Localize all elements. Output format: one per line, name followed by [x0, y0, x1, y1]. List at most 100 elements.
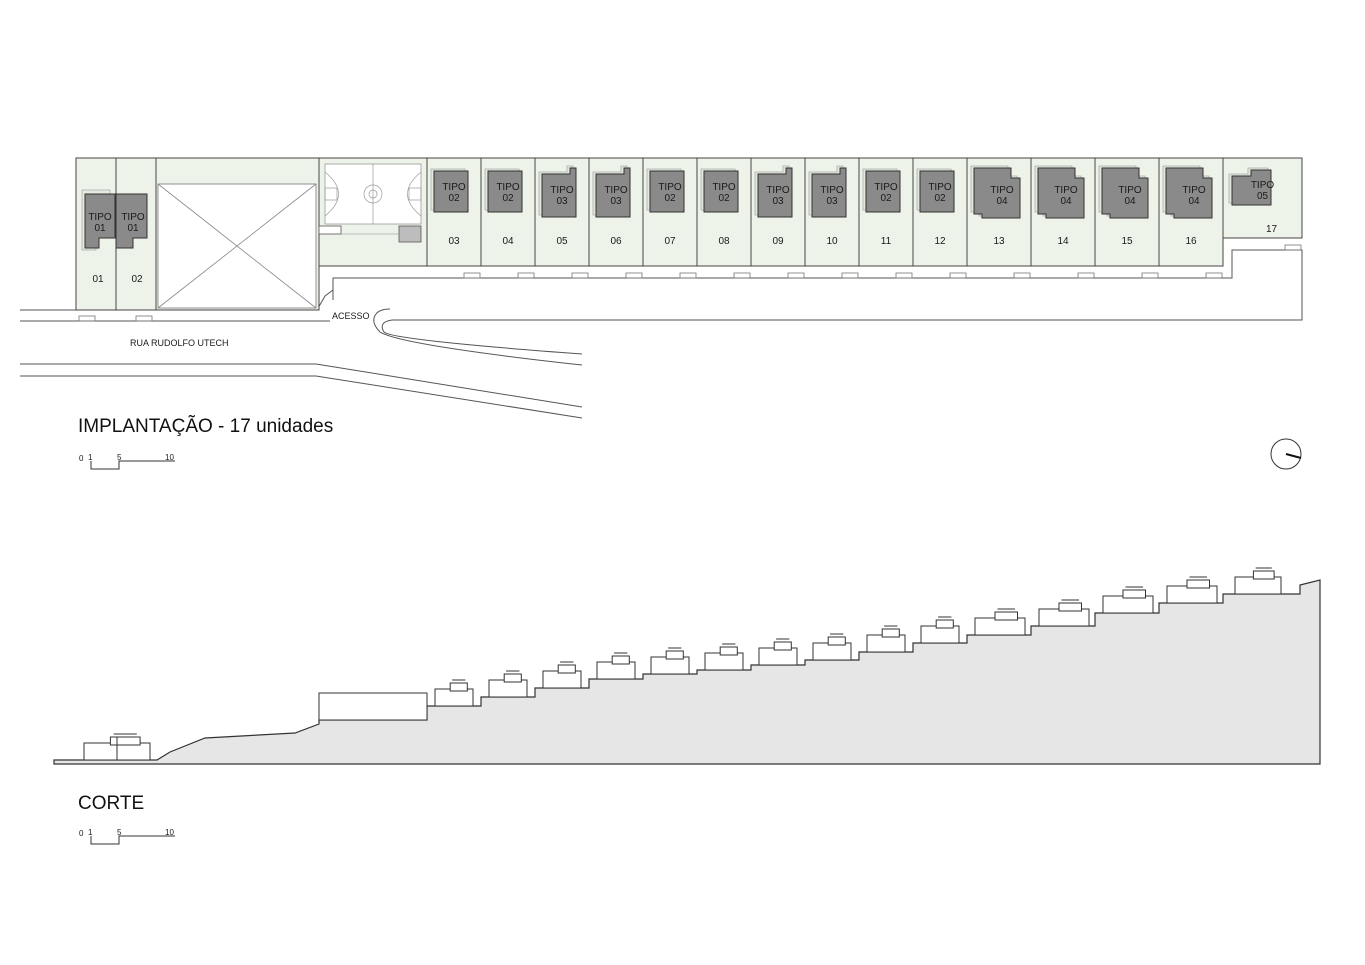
section-house-body	[1166, 585, 1218, 604]
section-house-body	[920, 625, 960, 644]
lot-type-line2: 05	[1257, 191, 1269, 202]
section-house	[1234, 567, 1282, 595]
lot-type-line1: TIPO	[442, 182, 466, 193]
section-house	[1166, 576, 1218, 604]
plan-scale-bar: 0 1 5 10	[79, 453, 175, 470]
lot-type-line2: 03	[772, 196, 784, 207]
lot-type-line1: TIPO	[874, 182, 898, 193]
section-house-upper	[611, 655, 630, 665]
section-house-upper	[773, 641, 792, 651]
section-house-upper	[1252, 570, 1275, 580]
section-house-body	[542, 670, 582, 689]
lot-02	[115, 157, 157, 311]
house-footprint	[865, 170, 901, 213]
house-footprint	[973, 167, 1021, 219]
section-house	[650, 647, 690, 675]
lot-number: 03	[448, 236, 460, 247]
section-common-building	[318, 692, 428, 721]
section-house-body	[488, 679, 528, 698]
lot-type-line1: TIPO	[658, 182, 682, 193]
lot-01	[75, 157, 117, 311]
section-title: CORTE	[78, 793, 144, 814]
section-house-body	[596, 661, 636, 680]
section-house	[434, 679, 474, 707]
section-scale-1: 1	[88, 828, 93, 837]
plan-scale-10: 10	[165, 453, 174, 462]
lot-type-line1: TIPO	[766, 185, 790, 196]
lot-type-line2: 04	[1124, 196, 1136, 207]
lot-01-type-line1: TIPO	[88, 212, 112, 223]
section-house-upper	[994, 611, 1018, 621]
curb-marks	[78, 244, 1302, 322]
section-house-body	[974, 617, 1026, 636]
section-house-upper	[109, 736, 141, 746]
plan-title: IMPLANTAÇÃO - 17 unidades	[78, 415, 333, 437]
section-scale-bar: 0 1 5 10	[79, 828, 175, 845]
lot-type-line2: 02	[502, 193, 514, 204]
lot-type-line2: 02	[880, 193, 892, 204]
section-scale-5: 5	[117, 828, 122, 837]
section-house-body	[650, 656, 690, 675]
section-house	[758, 638, 798, 666]
lot-type-line2: 02	[718, 193, 730, 204]
internal-road	[332, 249, 1303, 366]
section-house-upper	[719, 646, 738, 656]
section-house-upper	[557, 664, 576, 674]
lot-type-line2: 03	[556, 196, 568, 207]
lot-01-number: 01	[92, 274, 104, 285]
section-house-upper	[827, 636, 846, 646]
lot-02-number: 02	[131, 274, 143, 285]
section-house-body	[758, 647, 798, 666]
lot-number: 17	[1266, 224, 1278, 235]
section-house-body	[1102, 595, 1154, 614]
section-scale-0: 0	[79, 829, 84, 838]
lot-number: 15	[1121, 236, 1133, 247]
plan-scale-0: 0	[79, 454, 84, 463]
street	[20, 289, 583, 419]
section-house	[596, 652, 636, 680]
lot-type-line2: 03	[826, 196, 838, 207]
plan-scale-5: 5	[117, 453, 122, 462]
lot-type-line2: 02	[448, 193, 460, 204]
house-footprint	[1037, 167, 1085, 219]
house-footprint	[433, 170, 469, 213]
street-name: RUA RUDOLFO UTECH	[130, 338, 229, 348]
lot-number: 13	[993, 236, 1005, 247]
section-house	[1038, 599, 1090, 627]
section-house-body	[866, 634, 906, 653]
section-house-upper	[449, 682, 468, 692]
section-house	[488, 670, 528, 698]
section-house	[83, 733, 151, 761]
lot-type-line1: TIPO	[1118, 185, 1142, 196]
lot-type-line1: TIPO	[496, 182, 520, 193]
lot-02-type-line2: 01	[127, 223, 139, 234]
section-house	[920, 616, 960, 644]
section-house	[974, 608, 1026, 636]
site-section: CORTE 0 1 5 10	[53, 567, 1321, 845]
section-house-body	[434, 688, 474, 707]
section-house-body	[704, 652, 744, 671]
lot-type-line2: 02	[934, 193, 946, 204]
site-plan: TIPO0203TIPO0204TIPO0305TIPO0306TIPO0207…	[20, 157, 1303, 470]
lot-type-line2: 02	[664, 193, 676, 204]
section-house	[812, 633, 852, 661]
lot-number: 11	[881, 236, 892, 247]
house-footprint	[595, 167, 631, 218]
lot-number: 08	[718, 236, 730, 247]
section-house-upper	[665, 650, 684, 660]
lots-group: TIPO0203TIPO0204TIPO0305TIPO0306TIPO0207…	[426, 157, 1303, 267]
house-footprint	[1101, 167, 1149, 219]
lot-type-line2: 03	[610, 196, 622, 207]
lot-type-line1: TIPO	[1054, 185, 1078, 196]
sports-court	[318, 157, 428, 267]
